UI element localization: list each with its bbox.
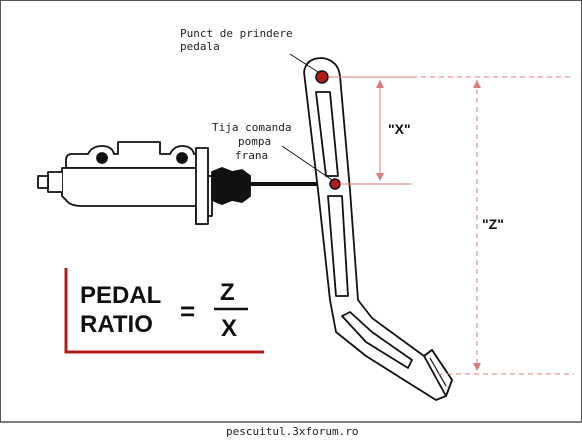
formula-word-pedal: PEDAL: [80, 282, 161, 309]
x-dimension-label: "X": [388, 121, 411, 137]
master-cylinder: [37, 141, 251, 225]
formula-equals: =: [180, 296, 195, 326]
pivot-label-line1: Punct de prindere: [180, 27, 293, 40]
rod-label-line3: frana: [235, 149, 268, 162]
formula-denominator: X: [221, 315, 237, 342]
z-dimension-label: "Z": [482, 216, 504, 232]
formula-numerator: Z: [220, 279, 235, 306]
pivot-label-line2: pedala: [180, 40, 220, 53]
reference-lines: [328, 76, 574, 375]
pivot-leader-line: [289, 53, 319, 73]
watermark-text: pescuitul.3xforum.ro: [226, 425, 358, 438]
rod-attachment-point: [329, 178, 341, 190]
brake-pedal: [303, 57, 453, 401]
rod-label-line1: Tija comanda: [212, 121, 291, 134]
x-dimension-arrow: [376, 80, 384, 181]
z-dimension-arrow: [473, 80, 481, 371]
pedal-ratio-box: PEDAL RATIO = Z X: [64, 268, 264, 354]
rod-leader-line: [281, 145, 333, 181]
rod-label-line2: pompa: [238, 135, 271, 148]
pedal-pivot-point: [315, 70, 329, 84]
image-frame: [0, 0, 582, 423]
formula-word-ratio: RATIO: [80, 311, 153, 338]
